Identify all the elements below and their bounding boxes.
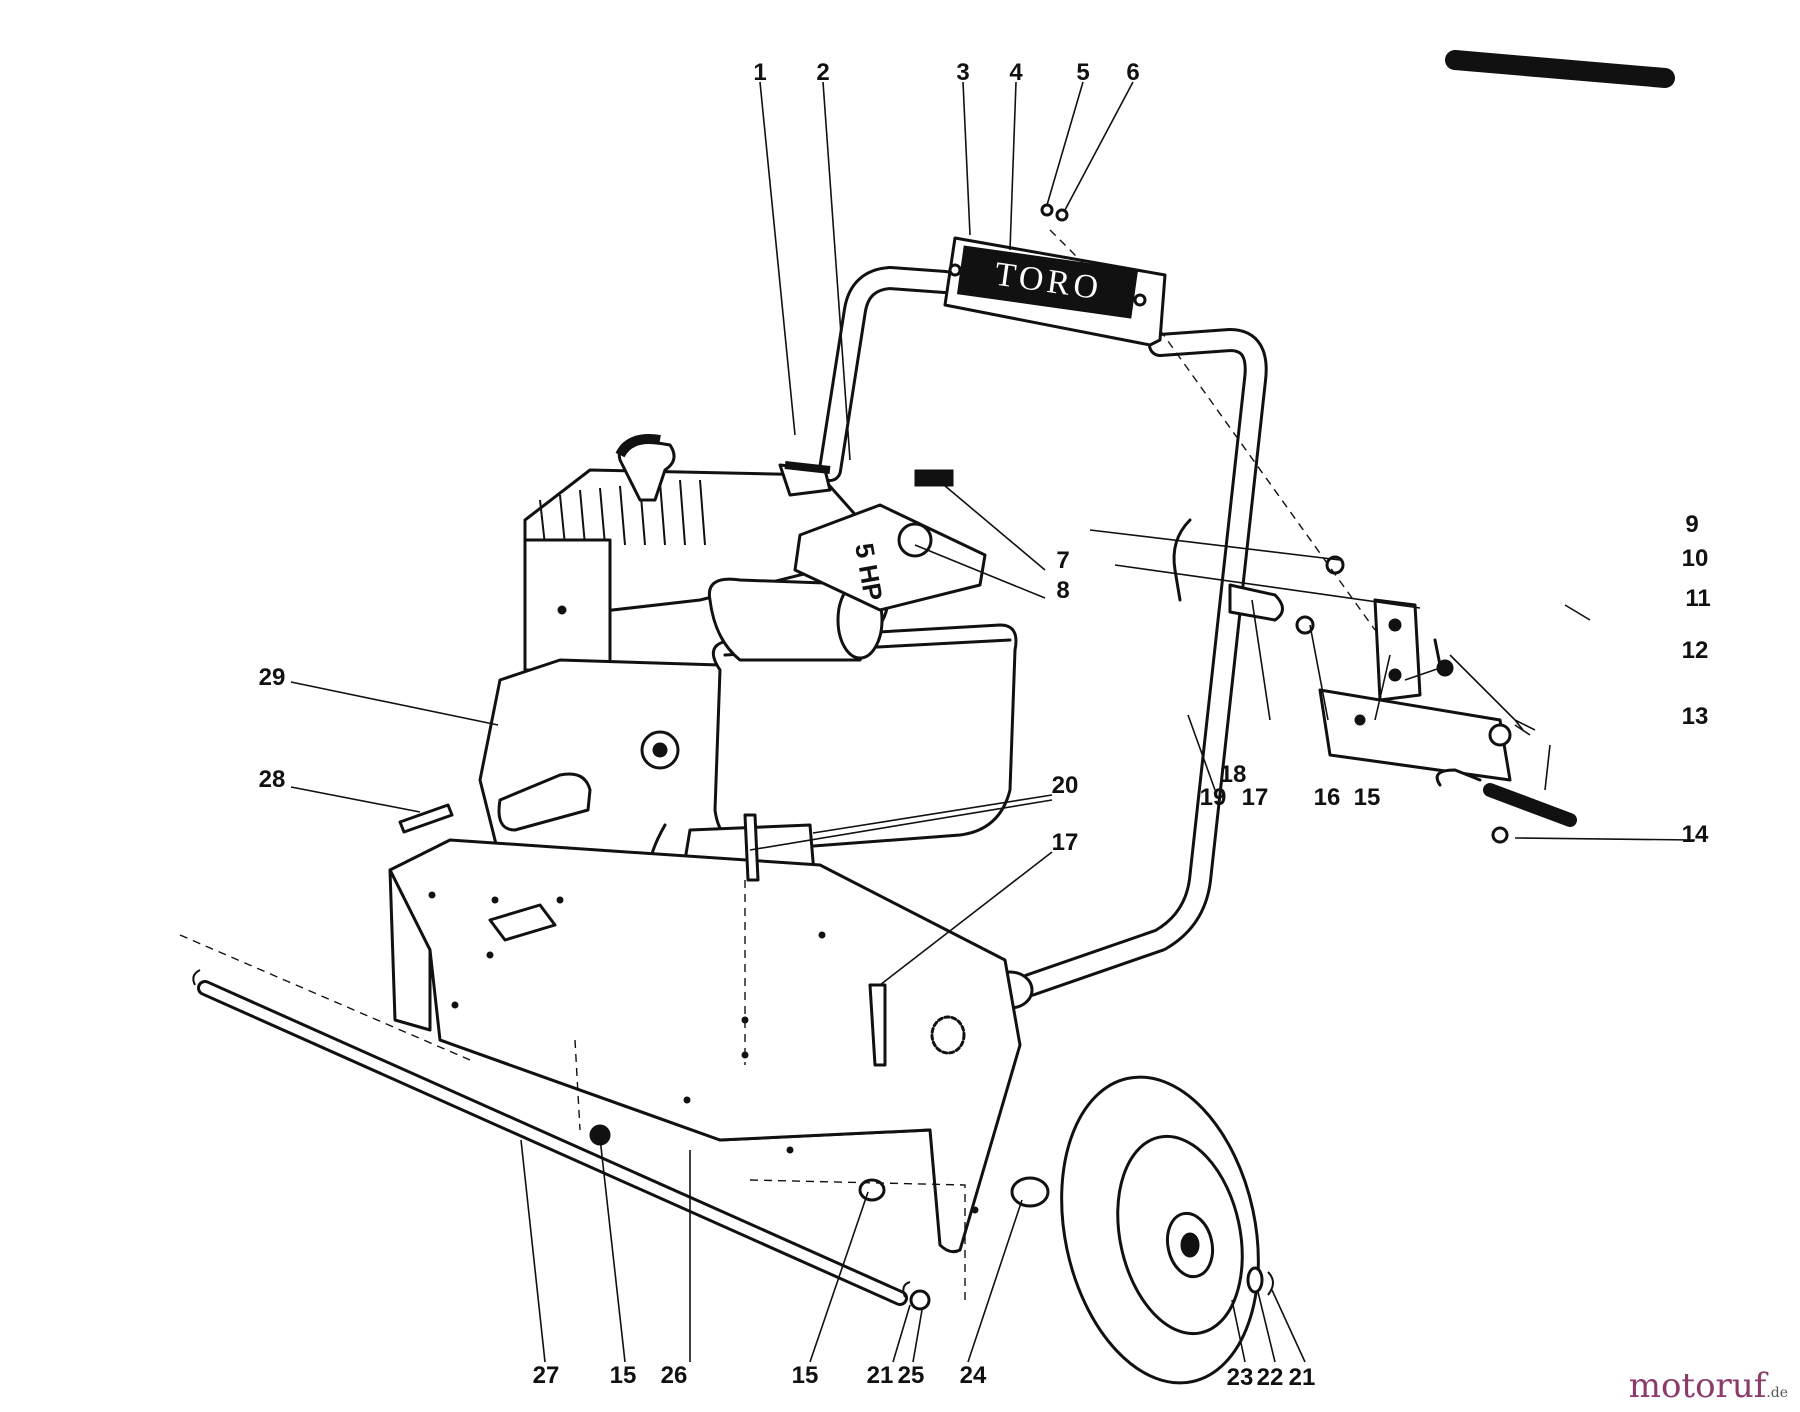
leader-lines: [290, 81, 1696, 1363]
callout-c9: 9: [1685, 511, 1698, 538]
name-plate: TORO: [943, 236, 1167, 347]
callout-c3: 3: [956, 59, 969, 86]
callout-c7: 7: [1056, 547, 1069, 574]
callout-c15c: 15: [792, 1362, 819, 1389]
callout-c28: 28: [259, 766, 286, 793]
callout-c10: 10: [1682, 545, 1709, 572]
retaining-ring-21: [1267, 1271, 1274, 1296]
callout-c15b: 15: [610, 1362, 637, 1389]
clamp-plate-10: [1373, 598, 1422, 702]
callout-c15a: 15: [1354, 784, 1381, 811]
bracket-12: [1318, 688, 1512, 782]
nut-15c: [858, 1178, 886, 1202]
callout-c24: 24: [960, 1362, 987, 1389]
callout-c16: 16: [1314, 784, 1341, 811]
axle-bushing: [1010, 1176, 1050, 1208]
key-28: [398, 803, 454, 834]
callout-c4: 4: [1009, 59, 1023, 86]
callout-c21b: 21: [1289, 1364, 1316, 1391]
hidden-hole: [930, 1015, 966, 1055]
decal-part7: [914, 469, 954, 487]
callout-c27: 27: [533, 1362, 560, 1389]
callout-c20: 20: [1052, 772, 1079, 799]
lever-13: [1483, 783, 1577, 827]
callout-c2: 2: [816, 59, 829, 86]
hardware: [179, 203, 1376, 1300]
washer-25: [909, 1289, 931, 1311]
nut-15a: [1436, 659, 1454, 677]
callout-c29: 29: [259, 664, 286, 691]
callout-c19: 19: [1200, 784, 1227, 811]
callout-c25: 25: [898, 1362, 925, 1389]
bolt-20: [743, 813, 760, 882]
axle: [192, 969, 931, 1311]
callout-c26: 26: [661, 1362, 688, 1389]
pin-18: [1228, 583, 1284, 622]
callout-c12: 12: [1682, 637, 1709, 664]
crankshaft: [497, 772, 592, 832]
handle-bracket: [1228, 555, 1577, 844]
wheel: [1060, 1075, 1274, 1385]
watermark-suffix: .de: [1766, 1385, 1788, 1401]
callout-c18: 18: [1220, 761, 1247, 788]
screw-5: [1040, 203, 1054, 217]
spring-14: [1491, 826, 1509, 844]
callout-c8: 8: [1056, 577, 1069, 604]
outer-handle: [1165, 45, 1777, 1010]
handle-grip: [1445, 50, 1675, 88]
callout-c17a: 17: [1242, 784, 1269, 811]
frame: [388, 838, 1050, 1254]
shroud-plate: [523, 538, 612, 672]
frame-slot: [488, 903, 557, 942]
callout-c6: 6: [1126, 59, 1139, 86]
callout-c14: 14: [1682, 821, 1709, 848]
callout-c21a: 21: [867, 1362, 894, 1389]
wheel-washer-22: [1246, 1266, 1264, 1294]
callout-c17b: 17: [1052, 829, 1079, 856]
callout-c22: 22: [1257, 1364, 1284, 1391]
engine-cover-5hp: [793, 503, 987, 612]
watermark-logo: motoruf.de: [1629, 1366, 1788, 1406]
callout-c23: 23: [1227, 1364, 1254, 1391]
fuel-cap: [897, 522, 933, 558]
washer-6: [1055, 208, 1069, 222]
watermark-name: motoruf: [1628, 1366, 1767, 1406]
bolt-17a: [1295, 615, 1315, 635]
callout-c13: 13: [1682, 703, 1709, 730]
callout-c5: 5: [1076, 59, 1089, 86]
callout-c1: 1: [753, 59, 766, 86]
callout-c11: 11: [1685, 585, 1710, 612]
